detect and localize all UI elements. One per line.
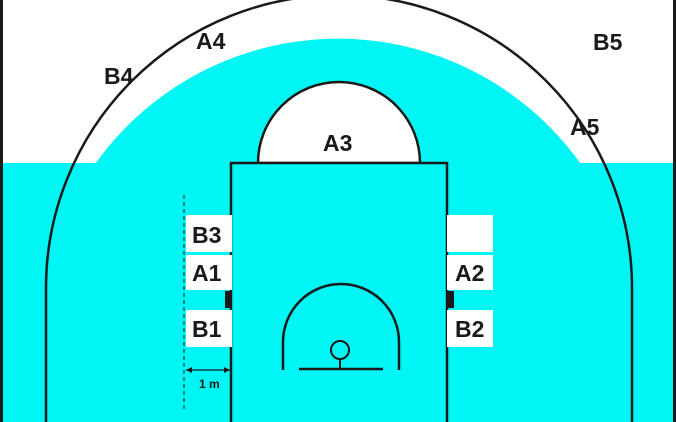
label-b3: B3	[192, 222, 221, 248]
three-point-line	[44, 0, 634, 422]
key-area	[229, 161, 449, 422]
box-b1	[186, 310, 232, 347]
box-b3	[186, 215, 232, 252]
left-border	[0, 0, 3, 422]
block-left	[225, 291, 232, 308]
box-a2	[447, 255, 493, 290]
label-a4: A4	[196, 28, 226, 54]
right-border	[673, 0, 676, 422]
basket-rim	[330, 340, 350, 360]
label-distance: 1 m	[199, 377, 220, 391]
box-empty-right	[447, 215, 493, 252]
restricted-area-arc	[281, 282, 401, 370]
label-a3: A3	[323, 130, 352, 156]
label-b2: B2	[455, 316, 484, 342]
free-throw-circle-top	[256, 80, 422, 165]
box-b2	[447, 310, 493, 347]
label-a5: A5	[570, 114, 600, 140]
distance-arrow-right-head	[224, 367, 230, 373]
label-a2: A2	[455, 260, 484, 286]
label-b5: B5	[593, 29, 623, 55]
label-b1: B1	[192, 316, 222, 342]
block-right	[447, 291, 454, 308]
label-a1: A1	[192, 260, 222, 286]
distance-arrow-left-head	[186, 367, 192, 373]
label-b4: B4	[104, 63, 134, 89]
box-a1	[186, 255, 232, 290]
